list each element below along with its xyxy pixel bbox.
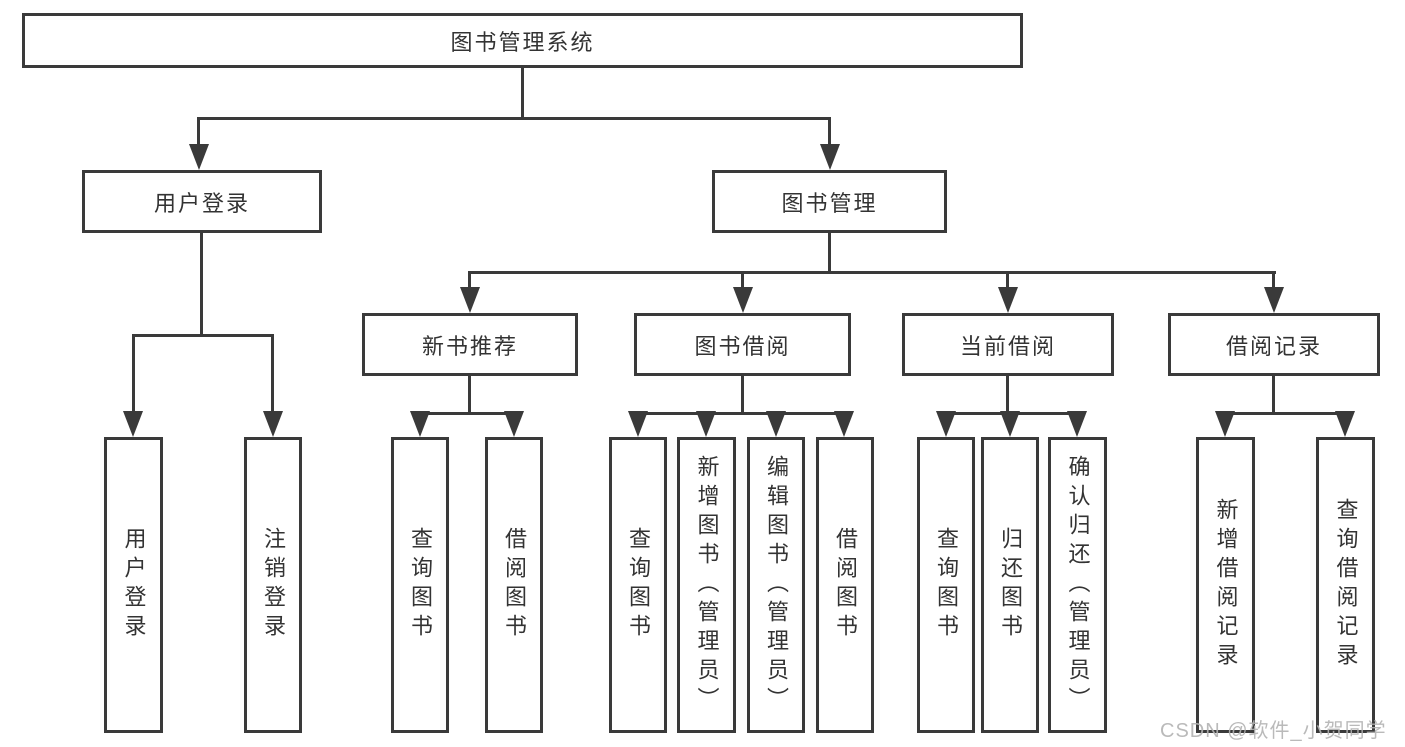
arrowhead-addbook — [696, 411, 716, 437]
node-current-borrow: 当前借阅 — [902, 313, 1114, 376]
leaf-borrow-books-1: 借阅图书 — [485, 437, 543, 733]
connector-drop-leaf-logout — [271, 334, 274, 414]
connector-drop-currentborrow — [1006, 271, 1009, 291]
connector-records-stem — [1272, 376, 1275, 415]
connector-drop-bookborrow — [741, 271, 744, 291]
node-user-login: 用户登录 — [82, 170, 322, 233]
connector-drop-records — [1272, 271, 1275, 291]
arrowhead-queryrecord — [1335, 411, 1355, 437]
leaf-query-books-1: 查询图书 — [391, 437, 449, 733]
arrowhead-user-login — [189, 144, 209, 170]
connector-userlogin-stem — [200, 233, 203, 336]
leaf-logout: 注销登录 — [244, 437, 302, 733]
node-root: 图书管理系统 — [22, 13, 1023, 68]
leaf-query-books-2: 查询图书 — [609, 437, 667, 733]
leaf-borrow-books-2: 借阅图书 — [816, 437, 874, 733]
arrowhead-book-mgmt — [820, 144, 840, 170]
connector-drop-newbook — [468, 271, 471, 291]
connector-currentborrow-stem — [1006, 376, 1009, 415]
leaf-confirm-return-admin: 确认归还（管理员） — [1048, 437, 1107, 733]
arrowhead-query1 — [410, 411, 430, 437]
connector-records-branch — [1223, 412, 1347, 415]
arrowhead-borrow1 — [504, 411, 524, 437]
leaf-add-borrow-record: 新增借阅记录 — [1196, 437, 1255, 733]
arrowhead-bookborrow — [733, 287, 753, 313]
connector-newbook-branch — [418, 412, 516, 415]
connector-drop-book-mgmt — [828, 117, 831, 147]
connector-root-stem — [521, 68, 524, 119]
leaf-add-books-admin: 新增图书（管理员） — [677, 437, 736, 733]
csdn-watermark: CSDN @软件_小贺同学 — [1160, 720, 1387, 742]
leaf-query-books-3: 查询图书 — [917, 437, 975, 733]
node-new-book-recommend: 新书推荐 — [362, 313, 578, 376]
connector-drop-leaf-login — [132, 334, 135, 414]
arrowhead-currentborrow — [998, 287, 1018, 313]
leaf-return-books: 归还图书 — [981, 437, 1039, 733]
connector-userlogin-branch — [132, 334, 274, 337]
leaf-user-login: 用户登录 — [104, 437, 163, 733]
arrowhead-editbook — [766, 411, 786, 437]
connector-bookborrow-stem — [741, 376, 744, 415]
connector-bookmgmt-branch — [468, 271, 1276, 274]
connector-bookborrow-branch — [636, 412, 846, 415]
arrowhead-query3 — [936, 411, 956, 437]
arrowhead-borrow2 — [834, 411, 854, 437]
arrowhead-leaf-logout — [263, 411, 283, 437]
node-book-management: 图书管理 — [712, 170, 947, 233]
connector-root-branch — [197, 117, 831, 120]
node-book-borrow: 图书借阅 — [634, 313, 851, 376]
connector-drop-user-login — [197, 117, 200, 147]
leaf-edit-books-admin: 编辑图书（管理员） — [747, 437, 805, 733]
arrowhead-query2 — [628, 411, 648, 437]
arrowhead-newbook — [460, 287, 480, 313]
arrowhead-return — [1000, 411, 1020, 437]
arrowhead-records — [1264, 287, 1284, 313]
arrowhead-leaf-login — [123, 411, 143, 437]
node-borrow-records: 借阅记录 — [1168, 313, 1380, 376]
arrowhead-confirmreturn — [1067, 411, 1087, 437]
arrowhead-addrecord — [1215, 411, 1235, 437]
connector-bookmgmt-stem — [828, 233, 831, 274]
connector-newbook-stem — [468, 376, 471, 415]
leaf-query-borrow-record: 查询借阅记录 — [1316, 437, 1375, 733]
